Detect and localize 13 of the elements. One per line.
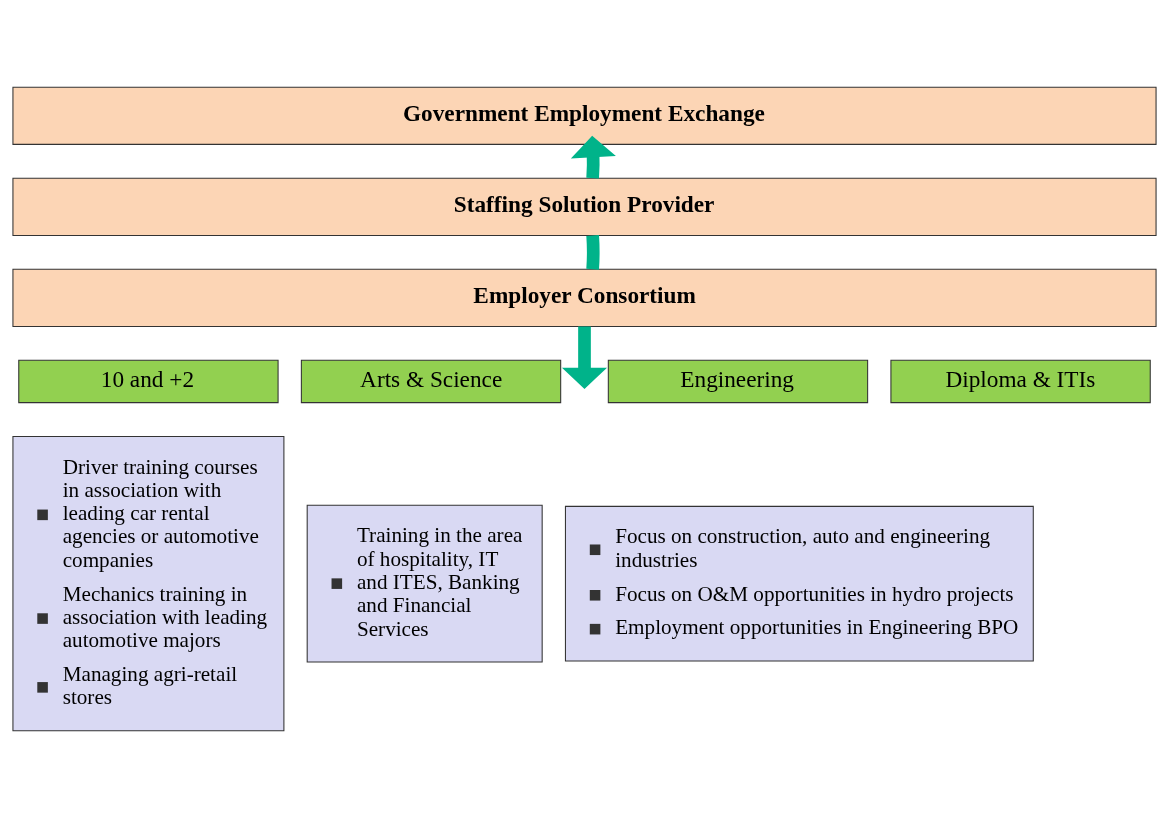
node-box: 10 and +2	[18, 359, 279, 404]
node-box: Training in the area of hospitality, IT and ITES, Banking and Financial Services	[306, 504, 543, 663]
node-box: Driver training courses in association with leading car rental agencies or automotive companies Mechanics training in association with leading automotive majors Managing agri-retail stores	[12, 436, 285, 732]
arrow	[561, 326, 608, 390]
node-box: Employer Consortium	[12, 268, 1157, 327]
node-box: Staffing Solution Provider	[12, 177, 1157, 236]
node-box: Diploma & ITIs	[890, 359, 1151, 404]
arrow	[570, 135, 616, 179]
node-box: Arts & Science	[300, 359, 562, 404]
node-box: Engineering	[607, 359, 869, 404]
node-box: Government Employment Exchange	[12, 86, 1157, 145]
connector	[586, 235, 600, 270]
node-box: Focus on construction, auto and engineering industries Focus on O&M opportunities in hydro projects Employment opportunities in Engineering BPO	[564, 505, 1034, 662]
